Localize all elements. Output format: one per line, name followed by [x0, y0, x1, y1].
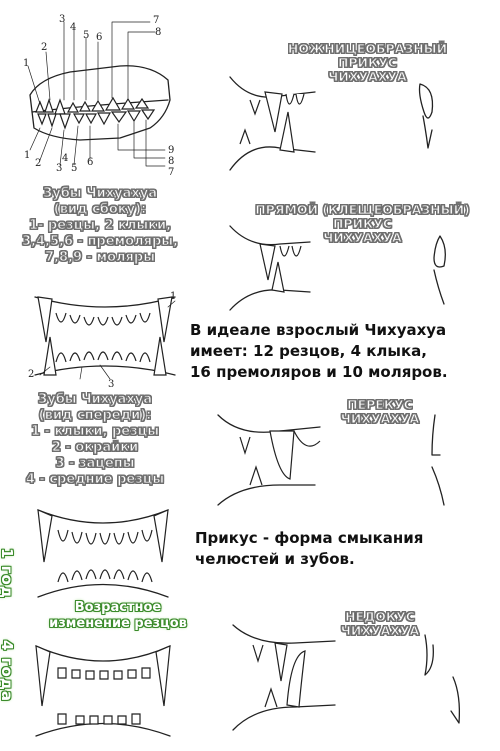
- underbite-title: НЕДОКУС ЧИХУАХУА: [320, 609, 440, 638]
- age-label-1-year: 1 год: [0, 548, 16, 599]
- overbite-svg: [217, 414, 445, 506]
- side-number-7: 7: [153, 15, 160, 26]
- underbite-drawing: [225, 615, 475, 740]
- caption-line: Возрастное: [74, 600, 162, 615]
- age-4-years-drawing: [35, 645, 171, 737]
- caption-line: 7,8,9 - моляры: [45, 250, 156, 266]
- scissor-bite-title: НОЖНИЦЕОБРАЗНЫЙ ПРИКУС ЧИХУАХУА: [255, 41, 480, 84]
- info-line: челюстей и зубов.: [195, 550, 355, 568]
- age-1-year-drawing: [37, 509, 169, 598]
- info-line: В идеале взрослый Чихуахуа: [190, 321, 447, 339]
- front-number-1: 1: [170, 291, 177, 302]
- side-number-5: 5: [83, 30, 90, 41]
- side-view-diagram: 3 4 5 6 7 8 2 1 1 2 3 4 5 6 9 8 7: [0, 0, 200, 185]
- front-view-teeth-drawing: [34, 296, 176, 380]
- straight-bite-svg: [229, 225, 446, 311]
- caption-line: изменение резцов: [49, 616, 187, 631]
- age-1-year-teeth: [28, 502, 178, 602]
- title-line: НОЖНИЦЕОБРАЗНЫЙ: [287, 41, 448, 56]
- side-number-8: 8: [155, 27, 162, 38]
- side-number-1-top: 1: [23, 58, 30, 69]
- side-number-3-bottom: 3: [56, 163, 63, 174]
- caption-line: (вид сбоку):: [53, 202, 147, 218]
- side-number-6-bottom: 6: [87, 157, 94, 168]
- scissor-bite-svg: [229, 76, 434, 171]
- title-line: ЧИХУАХУА: [340, 623, 420, 638]
- title-line: ПЕРЕКУС: [347, 397, 414, 412]
- side-number-4: 4: [70, 22, 77, 33]
- bite-definition-text: Прикус - форма смыкания челюстей и зубов…: [195, 528, 495, 570]
- front-view-caption: Зубы Чихуахуа (вид спереди): 1 - клыки, …: [0, 392, 190, 488]
- caption-line: 1 - клыки, резцы: [30, 424, 160, 440]
- overbite-title: ПЕРЕКУС ЧИХУАХУА: [320, 397, 440, 426]
- age-label-4-years: 4 года: [0, 640, 16, 703]
- caption-line: 2 - окрайки: [51, 440, 139, 456]
- side-number-3: 3: [59, 14, 66, 25]
- title-line: ПРИКУС: [337, 55, 398, 70]
- title-line: ПРЯМОЙ (КЛЕЩЕОБРАЗНЫЙ): [255, 202, 471, 217]
- overbite-drawing: [210, 405, 470, 515]
- title-line: НЕДОКУС: [345, 609, 416, 624]
- title-line: ЧИХУАХУА: [328, 69, 407, 84]
- caption-line: Зубы Чихуахуа: [38, 392, 153, 408]
- front-view-diagram: 1 2 3: [20, 287, 190, 392]
- caption-line: 3,4,5,6 - премоляры,: [22, 234, 179, 250]
- caption-line: 3 - зацепы: [55, 456, 135, 472]
- side-number-7-bottom: 7: [168, 167, 175, 178]
- front-number-3: 3: [108, 379, 115, 390]
- info-line: имеет: 12 резцов, 4 клыка,: [190, 342, 427, 360]
- caption-line: 1- резцы, 2 клыки,: [28, 218, 172, 234]
- caption-line: 4 - средние резцы: [25, 472, 165, 488]
- straight-bite-drawing: [220, 218, 470, 318]
- side-number-1-bottom: 1: [24, 150, 31, 161]
- title-line: ЧИХУАХУА: [340, 411, 420, 426]
- age-4-years-teeth: [28, 636, 178, 746]
- title-line: ЧИХУАХУА: [323, 230, 402, 245]
- title-line: ПРИКУС: [332, 216, 393, 231]
- side-number-8-bottom: 8: [168, 156, 175, 167]
- scissor-bite-drawing: [220, 72, 470, 177]
- side-view-caption: Зубы Чихуахуа (вид сбоку): 1- резцы, 2 к…: [0, 186, 200, 266]
- side-view-jaw-drawing: [27, 21, 171, 167]
- caption-line: Зубы Чихуахуа: [43, 186, 158, 202]
- caption-line: (вид спереди):: [38, 408, 152, 424]
- side-number-4-bottom: 4: [62, 153, 69, 164]
- info-line: 16 премоляров и 10 моляров.: [190, 363, 448, 381]
- side-number-2-top: 2: [41, 42, 48, 53]
- underbite-svg: [232, 624, 461, 731]
- front-number-2: 2: [28, 369, 35, 380]
- info-line: Прикус - форма смыкания: [195, 529, 424, 547]
- straight-bite-title: ПРЯМОЙ (КЛЕЩЕОБРАЗНЫЙ) ПРИКУС ЧИХУАХУА: [225, 202, 500, 245]
- side-number-9: 9: [168, 145, 175, 156]
- side-number-5-bottom: 5: [71, 163, 78, 174]
- side-number-6: 6: [96, 32, 103, 43]
- side-number-2-bottom: 2: [35, 158, 42, 169]
- ideal-info-text: В идеале взрослый Чихуахуа имеет: 12 рез…: [190, 320, 495, 383]
- age-caption: Возрастное изменение резцов: [38, 600, 198, 632]
